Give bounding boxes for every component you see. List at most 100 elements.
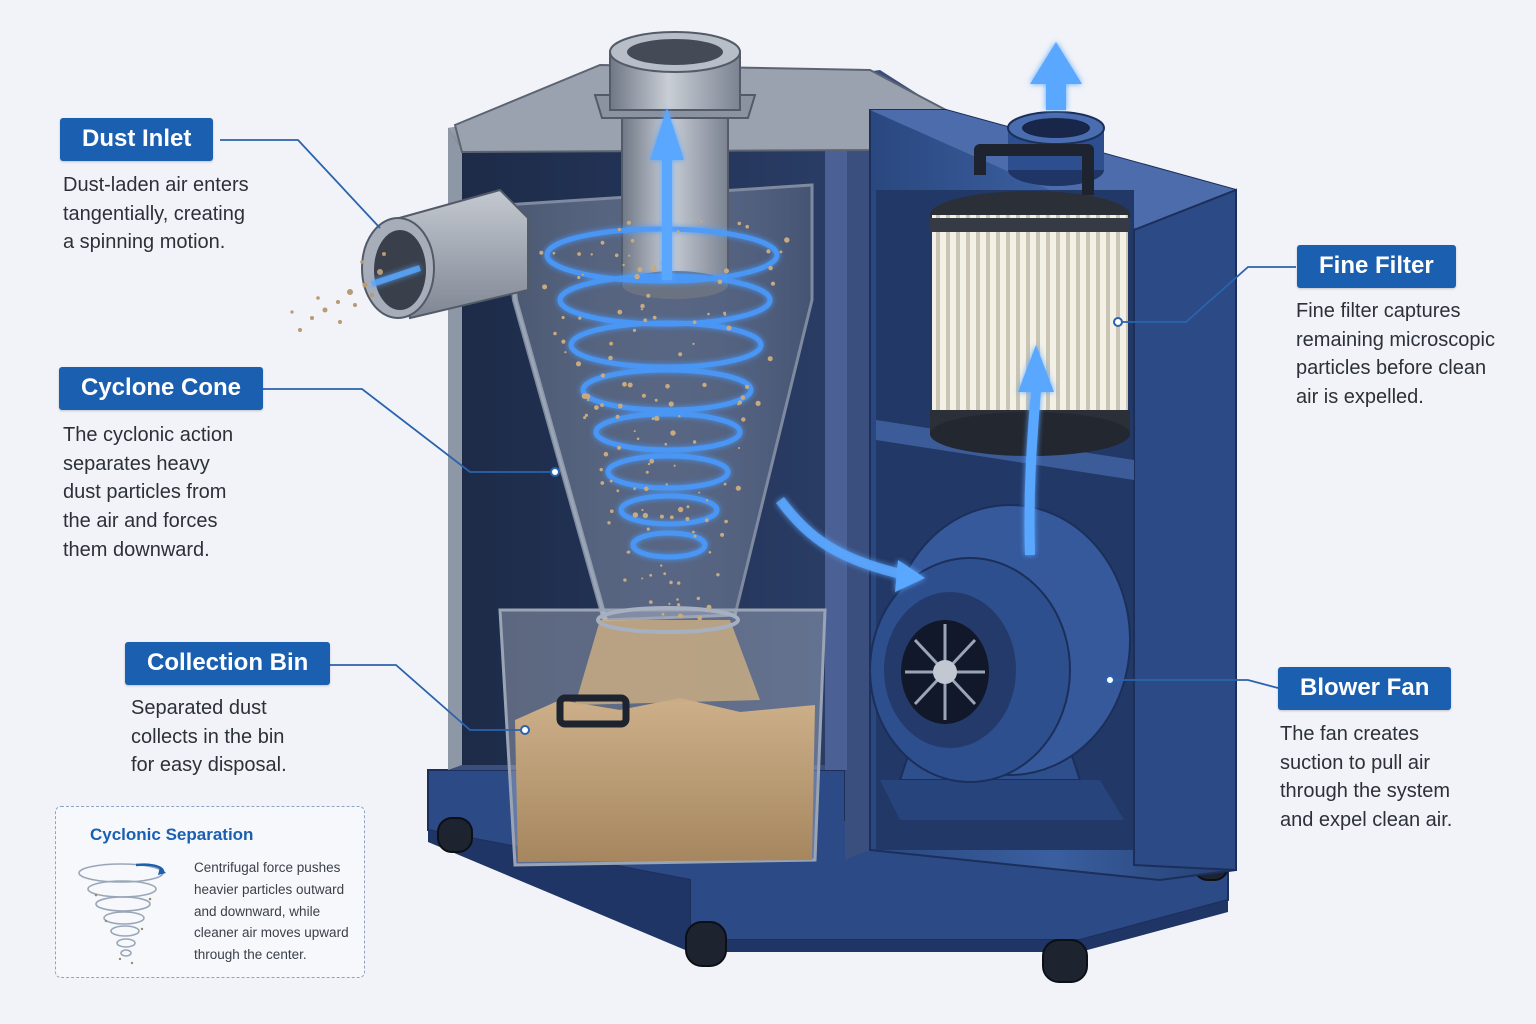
dust-particle — [590, 253, 593, 256]
dust-particle — [673, 464, 676, 467]
dust-particle — [696, 596, 700, 601]
dust-particle — [632, 512, 639, 518]
dust-particle — [724, 268, 729, 274]
tornado-icon — [78, 863, 166, 965]
dust-particle — [617, 445, 622, 450]
dust-particle — [609, 479, 613, 483]
blower-fan-line: suction to pull air — [1280, 751, 1431, 774]
dust-particle — [553, 331, 557, 336]
dust-particle — [663, 572, 667, 576]
airflow-spiral-ring — [605, 453, 731, 491]
dust-particle — [768, 265, 773, 271]
dust-particle — [640, 308, 644, 311]
dust-particle — [623, 578, 627, 582]
dust-particle — [681, 614, 684, 618]
dust-particle — [633, 487, 636, 491]
dust-particle — [641, 393, 646, 398]
dust-particle — [654, 398, 658, 402]
cyclonic-separation-legend: Cyclonic Separation Centrifugal force pu… — [55, 806, 365, 978]
collection-bin-line: Separated dust — [131, 697, 267, 719]
dust-particle — [664, 442, 668, 446]
cyclone-cone — [502, 183, 814, 622]
leader-lines — [220, 139, 1296, 731]
dust-particle — [693, 534, 697, 538]
dust-particle — [578, 316, 582, 320]
dust-particle — [575, 361, 582, 367]
vortex-finder-tube — [593, 31, 757, 299]
dust-particle — [649, 573, 653, 577]
dust-particle — [668, 401, 674, 407]
dust-particle — [581, 393, 588, 399]
dust-particle — [651, 265, 657, 271]
dust-particle — [698, 491, 701, 494]
fine-filter-line: remaining microscopic — [1296, 328, 1495, 351]
legend-line: and downward, while — [194, 903, 321, 919]
dust-particle — [686, 505, 690, 509]
legend-description: Centrifugal force pushes heavier particl… — [194, 857, 349, 966]
dust-particle — [581, 273, 584, 276]
dust-particle — [766, 249, 771, 254]
dust-particle — [637, 267, 643, 273]
dust-particle — [737, 221, 742, 226]
dust-particle — [641, 577, 644, 580]
dust-particle — [670, 430, 676, 436]
fine-filter-line: air is expelled. — [1296, 386, 1424, 409]
dust-particle — [738, 447, 740, 449]
dust-particle — [669, 515, 674, 520]
dust-particle — [692, 440, 697, 444]
dust-particle — [644, 486, 649, 492]
dust-inlet-line: Dust-laden air enters — [63, 174, 249, 196]
dust-particle — [677, 581, 681, 585]
cyclone-cone-line: them downward. — [63, 538, 210, 561]
dust-particle — [594, 405, 599, 410]
dust-inlet-label: Dust Inlet — [60, 118, 214, 161]
blower-fan-description: The fan creates suction to pull air thro… — [1280, 720, 1452, 835]
dust-particle — [642, 512, 649, 519]
dust-particle — [745, 224, 749, 229]
legend-title: Cyclonic Separation — [90, 825, 254, 844]
dust-particle — [676, 598, 679, 601]
airflow-spiral-ring — [593, 411, 743, 453]
dust-particle — [678, 415, 681, 418]
dust-inlet-pipe — [361, 188, 529, 320]
dust-particle — [704, 518, 709, 523]
fine-filter-line: particles before clean — [1296, 357, 1487, 380]
dust-particle — [603, 451, 609, 457]
collection-bin-line: for easy disposal. — [131, 754, 287, 777]
dust-particle — [741, 417, 746, 422]
dust-particle — [627, 550, 631, 554]
dust-particle — [645, 470, 649, 474]
dust-particle — [600, 373, 606, 378]
dust-particle — [702, 382, 707, 388]
dust-particle — [692, 530, 695, 534]
dust-particle — [706, 604, 712, 610]
dust-particle — [735, 485, 741, 491]
dust-particle — [632, 328, 637, 332]
collection-bin-description: Separated dust collects in the bin for e… — [131, 694, 287, 780]
dust-particle — [677, 603, 681, 607]
dust-particle — [705, 499, 709, 502]
cyclone-cone-line: The cyclonic action — [63, 424, 234, 446]
legend-line: Centrifugal force pushes — [194, 860, 341, 875]
legend-line: cleaner air moves upward — [194, 925, 349, 941]
dust-particle — [676, 230, 680, 234]
dust-particle — [678, 352, 683, 357]
dust-particle — [600, 481, 605, 485]
blower-fan-line: through the system — [1280, 780, 1451, 803]
cyclone-cone-label: Cyclone Cone — [59, 367, 264, 410]
dust-particle — [634, 273, 640, 280]
dust-particle — [770, 281, 776, 286]
dust-particle — [697, 615, 703, 621]
dust-particle — [610, 509, 614, 513]
dust-particle — [628, 254, 631, 257]
dust-particle — [542, 284, 548, 290]
dust-particle — [767, 356, 773, 362]
dust-particle — [627, 382, 633, 388]
dust-particle — [717, 279, 723, 285]
dust-particle — [584, 413, 589, 417]
dust-particle — [599, 467, 603, 472]
dust-particle — [609, 341, 613, 346]
outlet-pipe — [974, 111, 1105, 195]
dust-particle — [583, 416, 587, 420]
